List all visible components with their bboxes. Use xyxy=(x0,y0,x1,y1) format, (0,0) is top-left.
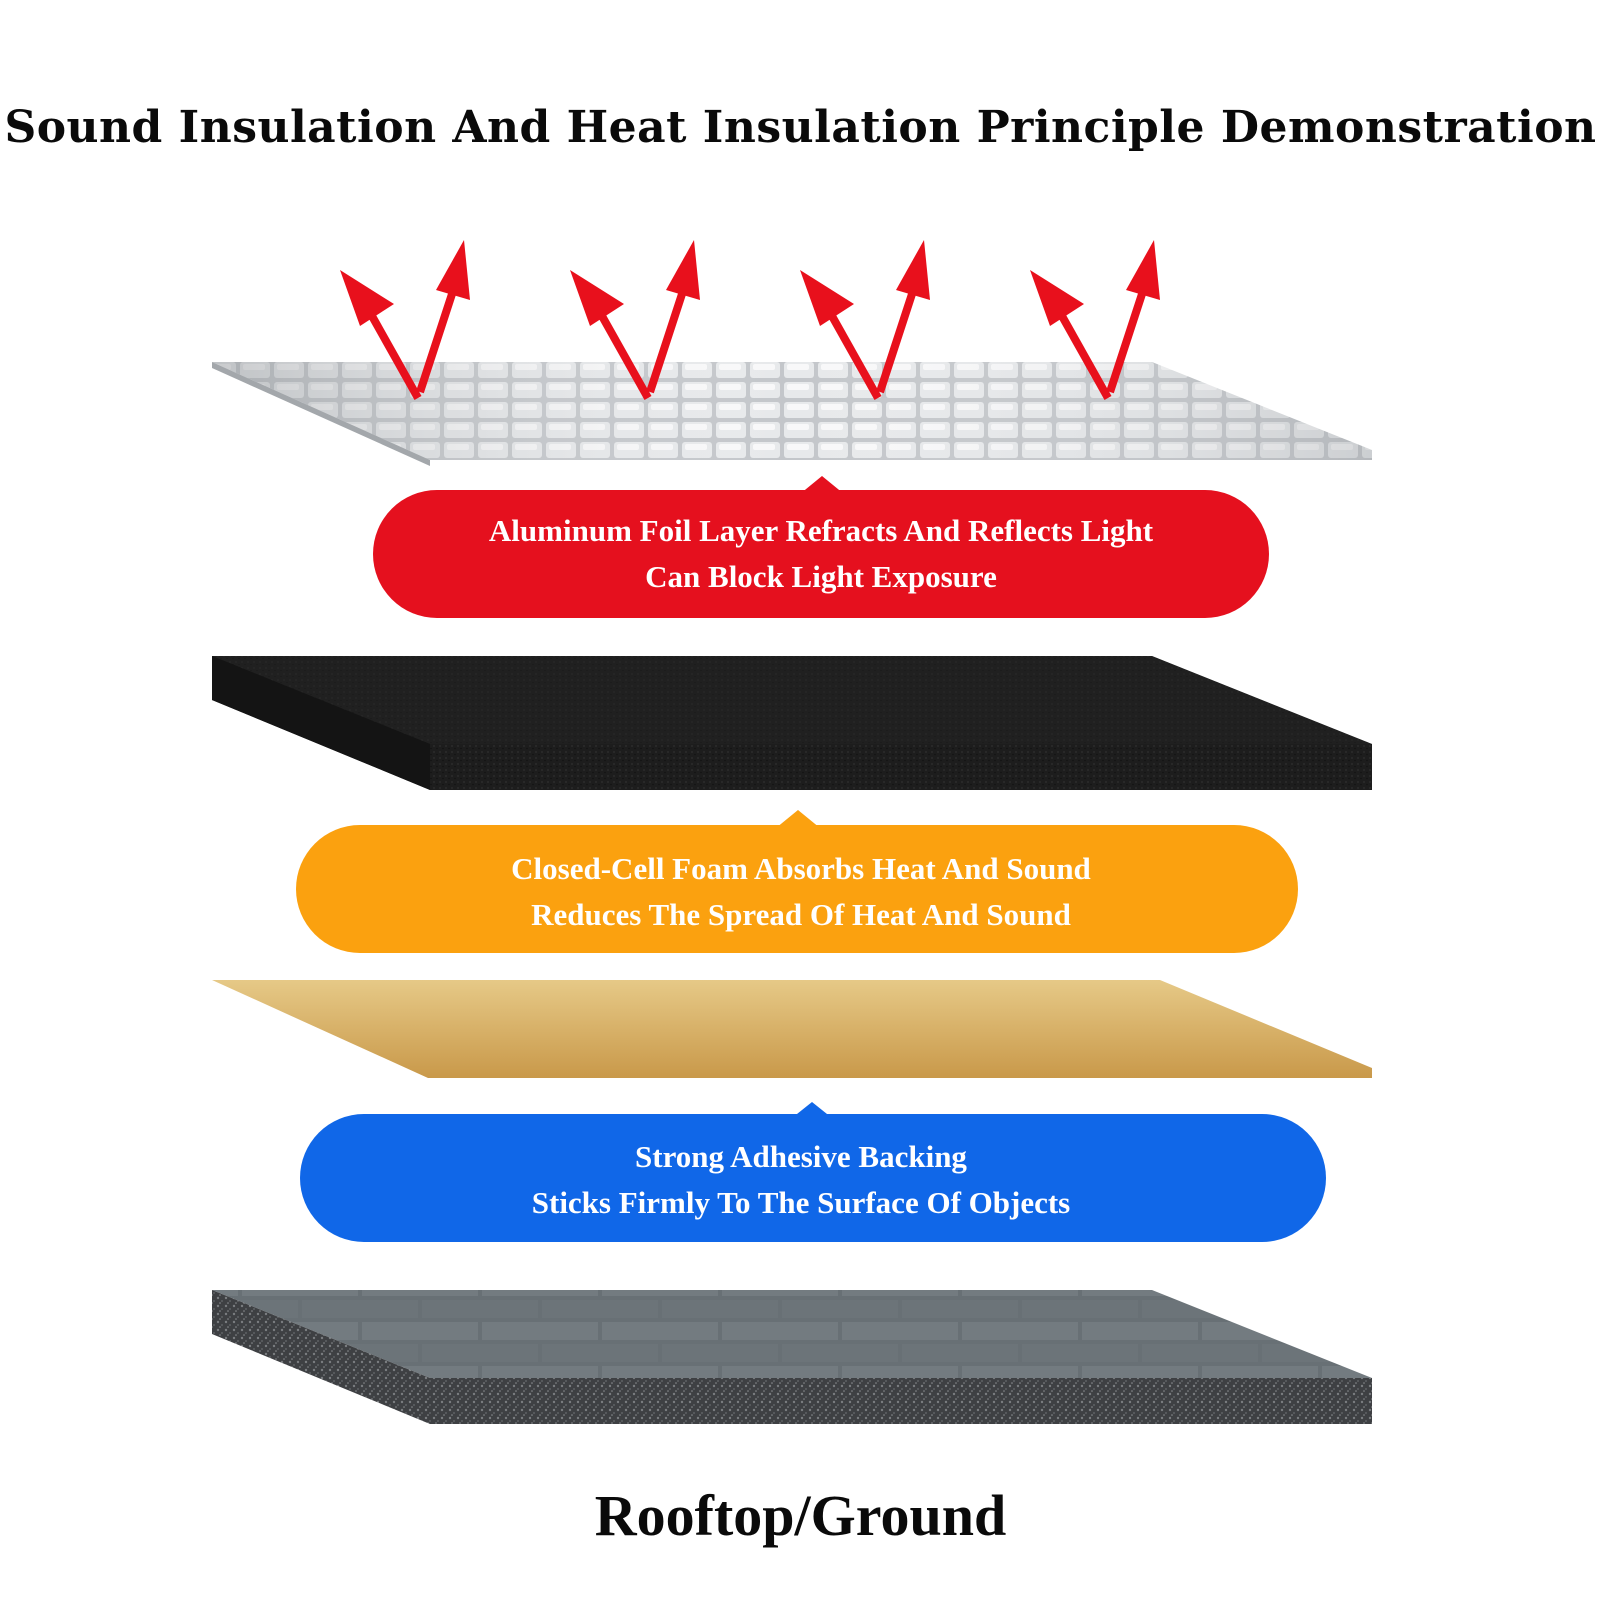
callout-line: Aluminum Foil Layer Refracts And Reflect… xyxy=(488,513,1154,548)
diagram-title: Sound Insulation And Heat Insulation Pri… xyxy=(4,102,1597,153)
callout-line: Can Block Light Exposure xyxy=(645,559,997,594)
adhesive-callout: Strong Adhesive Backing Sticks Firmly To… xyxy=(300,1134,1302,1226)
foam-callout: Closed-Cell Foam Absorbs Heat And Sound … xyxy=(296,846,1306,938)
arrow-icon xyxy=(800,240,930,400)
foil-callout: Aluminum Foil Layer Refracts And Reflect… xyxy=(373,508,1269,600)
foam-callout-bubble xyxy=(296,810,1298,953)
heat-reflection-arrows xyxy=(340,240,1160,400)
rooftop-ground-label: Rooftop/Ground xyxy=(594,1483,1007,1548)
rooftop-surface xyxy=(212,1290,1372,1424)
adhesive-callout-bubble xyxy=(300,1102,1326,1242)
foil-callout-bubble xyxy=(373,476,1269,618)
arrow-icon xyxy=(570,240,700,400)
callout-line: Strong Adhesive Backing xyxy=(635,1139,967,1174)
adhesive-layer xyxy=(212,980,1372,1078)
arrow-icon xyxy=(340,240,470,400)
callout-line: Sticks Firmly To The Surface Of Objects xyxy=(531,1185,1071,1220)
callout-line: Closed-Cell Foam Absorbs Heat And Sound xyxy=(511,851,1091,886)
foam-layer xyxy=(212,656,1372,790)
arrow-icon xyxy=(1030,240,1160,400)
callout-line: Reduces The Spread Of Heat And Sound xyxy=(531,897,1071,932)
foil-layer xyxy=(212,362,1372,466)
